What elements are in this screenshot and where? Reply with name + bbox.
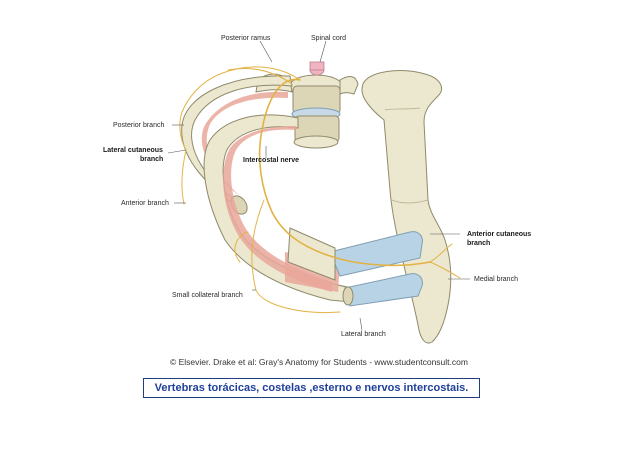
thoracic-vertebrae (255, 73, 359, 149)
label-intercostal-nerve: Intercostal nerve (243, 157, 299, 164)
label-anterior-branch: Anterior branch (121, 200, 169, 207)
spinal-cord (309, 61, 325, 76)
label-spinal-cord: Spinal cord (311, 35, 346, 42)
label-anterior-cutaneous-line2: branch (467, 240, 490, 247)
labels: Posterior ramus Spinal cord Posterior br… (103, 35, 531, 338)
label-small-collateral-branch: Small collateral branch (172, 292, 243, 299)
label-anterior-cutaneous-line1: Anterior cutaneous (467, 231, 531, 238)
leader-lines (167, 40, 470, 331)
label-posterior-branch: Posterior branch (113, 122, 164, 129)
label-lateral-cutaneous-line2: branch (140, 156, 163, 163)
caption-text: Vertebras torácicas, costelas ,esterno e… (154, 382, 469, 394)
label-medial-branch: Medial branch (474, 276, 518, 283)
caption-box: Vertebras torácicas, costelas ,esterno e… (143, 378, 480, 398)
label-lateral-cutaneous-line1: Lateral cutaneous (103, 147, 163, 154)
label-lateral-branch: Lateral branch (341, 331, 386, 338)
sternum (361, 70, 452, 344)
credit-line: © Elsevier. Drake et al: Gray's Anatomy … (170, 357, 468, 367)
label-posterior-ramus: Posterior ramus (221, 35, 271, 42)
